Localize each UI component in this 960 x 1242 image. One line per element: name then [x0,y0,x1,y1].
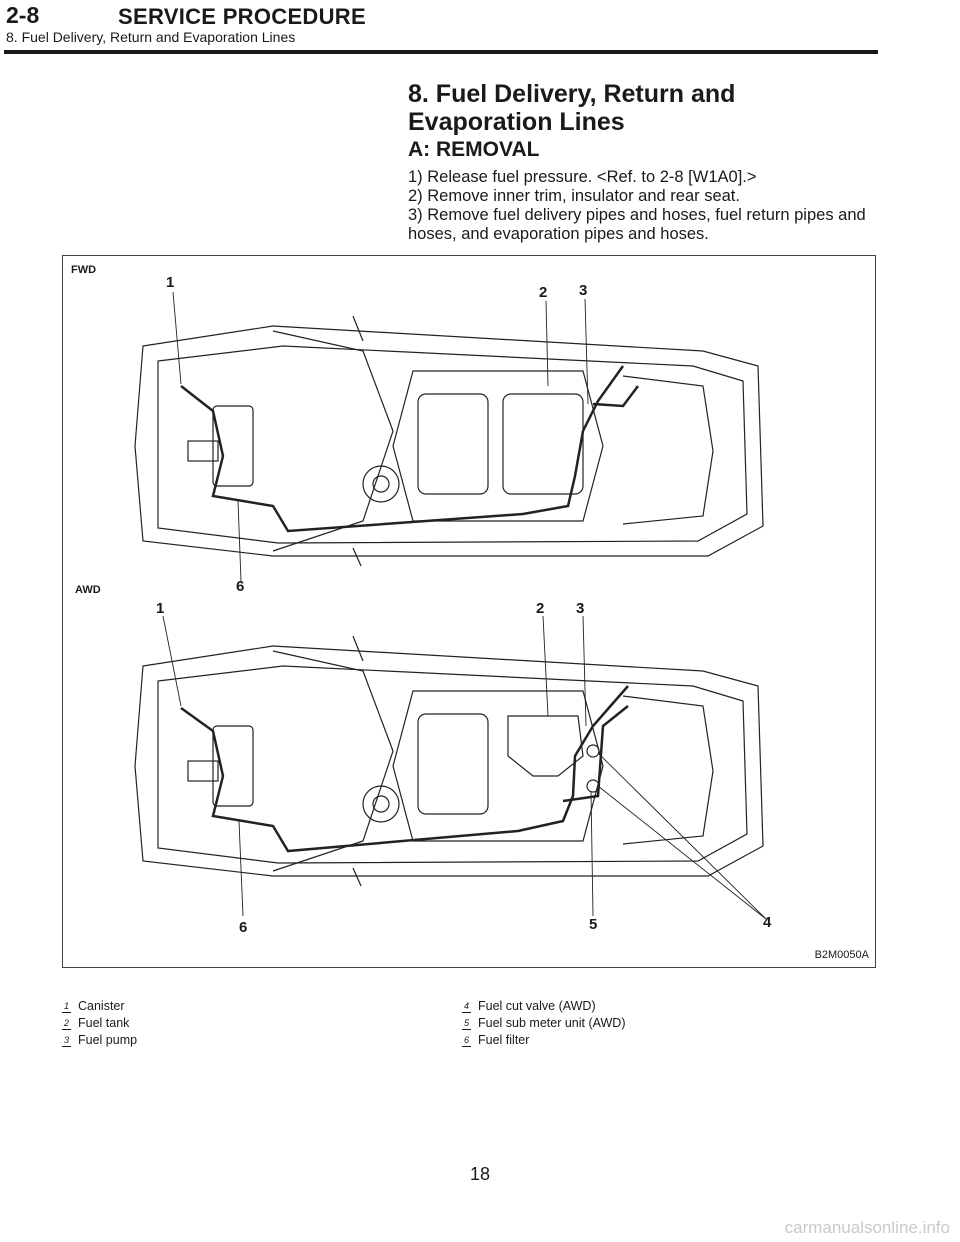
legend-right: 4 Fuel cut valve (AWD) 5 Fuel sub meter … [462,998,626,1049]
callout-2-fwd: 2 [539,284,548,301]
chapter-code: 2-8 [6,2,40,28]
fuel-line-diagram: FWD AWD 1 2 3 6 1 2 3 4 5 6 B2M0050A [62,255,876,968]
section-title: 8. Fuel Delivery, Return and Evaporation… [408,80,736,136]
procedure-step: 1) Release fuel pressure. <Ref. to 2-8 [… [408,168,757,186]
callout-1-fwd: 1 [166,274,175,291]
legend-item: 1 Canister [62,998,137,1015]
legend-left: 1 Canister 2 Fuel tank 3 Fuel pump [62,998,137,1049]
legend-item: 2 Fuel tank [62,1015,137,1032]
callout-3-fwd: 3 [579,282,588,299]
legend-number: 6 [462,1034,471,1047]
callout-1-awd: 1 [156,600,165,617]
procedure-step: 2) Remove inner trim, insulator and rear… [408,187,740,205]
legend-item: 5 Fuel sub meter unit (AWD) [462,1015,626,1032]
legend-text: Fuel filter [478,1033,530,1047]
legend-text: Fuel tank [78,1016,130,1030]
chapter-subtitle: 8. Fuel Delivery, Return and Evaporation… [6,29,296,45]
legend-item: 6 Fuel filter [462,1032,626,1049]
procedure-step: 3) Remove fuel delivery pipes and hoses,… [408,206,866,243]
fwd-fuel-line [180,365,639,533]
fwd-label: FWD [71,264,97,276]
legend-number: 1 [62,1000,71,1013]
callout-4-awd: 4 [763,914,772,931]
header-rule [4,50,878,54]
callout-6-fwd: 6 [236,578,245,595]
callout-6-awd: 6 [239,919,248,936]
legend-number: 3 [62,1034,71,1047]
legend-text: Canister [78,999,125,1013]
figure-code: B2M0050A [814,949,869,961]
fwd-vehicle-drawing [134,315,764,567]
legend-text: Fuel pump [78,1033,138,1047]
awd-fuel-line [180,685,629,853]
callout-5-awd: 5 [589,916,598,933]
chapter-title: SERVICE PROCEDURE [118,4,366,29]
page-number: 18 [469,1164,491,1184]
callout-2-awd: 2 [536,600,545,617]
legend-number: 4 [462,1000,471,1013]
legend-item: 4 Fuel cut valve (AWD) [462,998,626,1015]
watermark[interactable]: carmanualsonline.info [784,1218,950,1237]
procedure-steps: 1) Release fuel pressure. <Ref. to 2-8 [… [408,168,878,244]
legend-number: 5 [462,1017,471,1030]
legend-number: 2 [62,1017,71,1030]
legend-text: Fuel sub meter unit (AWD) [478,1016,626,1030]
legend-item: 3 Fuel pump [62,1032,137,1049]
section-subtitle: A: REMOVAL [408,138,540,161]
awd-label: AWD [75,584,101,596]
vehicle-illustration [134,291,767,920]
leader-lines [162,291,767,920]
legend-text: Fuel cut valve (AWD) [478,999,596,1013]
awd-vehicle-drawing [134,635,764,887]
callout-3-awd: 3 [576,600,585,617]
